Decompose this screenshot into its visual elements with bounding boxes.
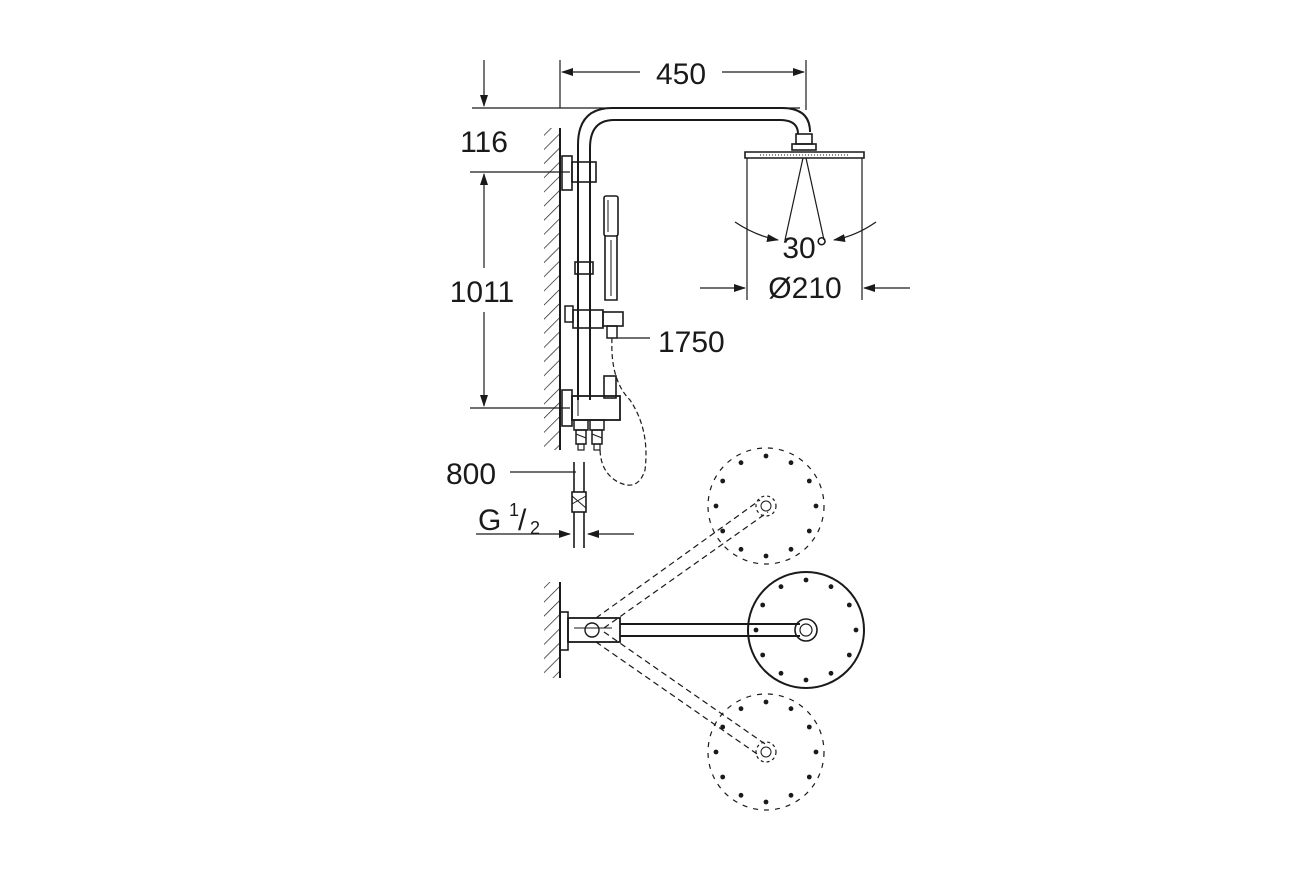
nozzle-dot <box>788 460 794 466</box>
wall-bracket-upper <box>561 155 597 191</box>
front-elevation-view: 450 116 1011 <box>446 58 910 548</box>
plan-arm-swing-up <box>595 499 769 629</box>
nozzle-dot <box>763 799 769 805</box>
dimension-116: 116 <box>460 60 800 159</box>
mixer-valve <box>561 375 621 451</box>
slider-holder <box>564 305 650 339</box>
nozzle-dot <box>806 478 812 484</box>
nozzle-dot <box>760 602 766 608</box>
nozzle-dot <box>738 546 744 552</box>
plan-wall-mount <box>559 611 621 651</box>
nozzle-dot <box>853 627 859 633</box>
nozzle-dot <box>778 584 784 590</box>
wall-hatching-upper <box>544 128 561 450</box>
nozzle-dot <box>713 749 719 755</box>
wall-hatching-lower <box>544 582 561 678</box>
thread-label-slash: / <box>518 504 527 537</box>
nozzle-dot <box>813 503 819 509</box>
dimension-116-label: 116 <box>460 126 508 159</box>
thread-dimension: G 1 / 2 <box>476 500 634 538</box>
dimension-diameter: Ø210 <box>700 272 910 305</box>
dimension-450: 450 <box>559 58 807 110</box>
dimension-800-label: 800 <box>446 458 496 491</box>
diameter-label: Ø210 <box>768 272 841 305</box>
plan-nozzle-dots <box>713 453 859 805</box>
nozzle-dot <box>803 577 809 583</box>
nozzle-dot <box>738 706 744 712</box>
nozzle-dot <box>788 706 794 712</box>
nozzle-dot <box>763 453 769 459</box>
dimension-1750-label: 1750 <box>658 326 725 359</box>
nozzle-dot <box>720 528 726 534</box>
nozzle-dot <box>846 602 852 608</box>
thread-label-numerator: 1 <box>509 500 519 520</box>
nozzle-dot <box>720 478 726 484</box>
plan-head-center <box>747 571 865 689</box>
dimension-1011-label: 1011 <box>450 276 515 309</box>
nozzle-dot <box>720 774 726 780</box>
nozzle-dot <box>788 792 794 798</box>
dimension-450-label: 450 <box>656 58 706 91</box>
overhead-shower-head: 30° <box>734 133 877 300</box>
hand-shower <box>603 195 619 301</box>
nozzle-dot <box>760 652 766 658</box>
thread-label-prefix: G <box>478 504 501 537</box>
nozzle-dot <box>846 652 852 658</box>
dimension-1011: 1011 <box>450 171 570 409</box>
nozzle-dot <box>778 670 784 676</box>
nozzle-dot <box>788 546 794 552</box>
nozzle-dot <box>720 724 726 730</box>
nozzle-dot <box>806 528 812 534</box>
nozzle-dot <box>803 677 809 683</box>
nozzle-dot <box>763 553 769 559</box>
thread-label-denominator: 2 <box>530 518 540 538</box>
inlet-pipe: 800 <box>446 458 587 548</box>
plan-head-swung-up <box>707 447 825 565</box>
shower-riser <box>574 107 811 400</box>
plan-view <box>544 447 865 811</box>
shower-hose <box>599 337 647 486</box>
plan-head-swung-down <box>707 693 825 811</box>
nozzle-dot <box>828 584 834 590</box>
nozzle-dot <box>763 699 769 705</box>
nozzle-dot <box>828 670 834 676</box>
nozzle-dot <box>753 627 759 633</box>
plan-arm-swing-down <box>595 631 769 757</box>
nozzle-dot <box>806 724 812 730</box>
plan-shower-arm <box>620 623 800 637</box>
spray-angle-label: 30° <box>782 232 827 265</box>
nozzle-dot <box>813 749 819 755</box>
nozzle-dot <box>806 774 812 780</box>
nozzle-dot <box>713 503 719 509</box>
nozzle-dot <box>738 792 744 798</box>
nozzle-dot <box>738 460 744 466</box>
